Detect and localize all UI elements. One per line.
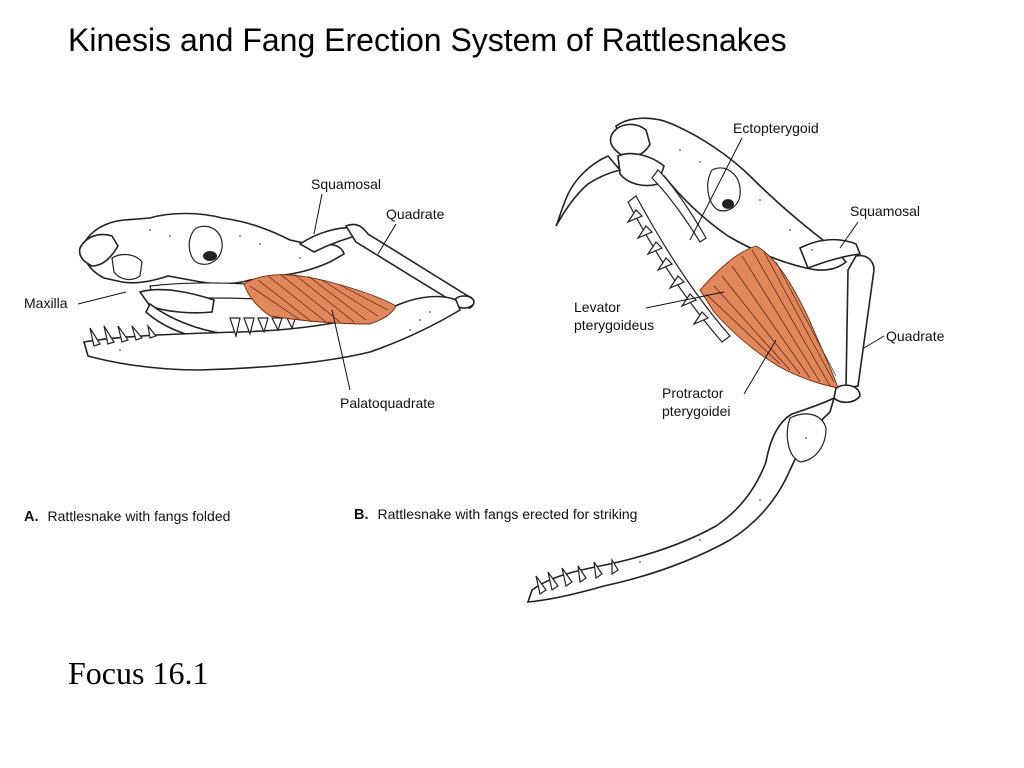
label-b-squamosal: Squamosal [850, 203, 920, 219]
muscle-b [699, 245, 839, 389]
label-a-maxilla: Maxilla [24, 295, 68, 311]
label-b-protractor-1: Protractor [662, 385, 724, 401]
muscle-a [243, 274, 397, 325]
caption-b: B. Rattlesnake with fangs erected for st… [354, 506, 637, 523]
label-b-levator-1: Levator [574, 299, 621, 315]
footer-focus-label: Focus 16.1 [68, 655, 209, 691]
label-b-levator-2: pterygoideus [574, 317, 654, 333]
label-b-ectopterygoid: Ectopterygoid [733, 120, 819, 136]
label-b-quadrate: Quadrate [886, 328, 945, 344]
skull-b [526, 117, 875, 603]
skull-a [78, 212, 475, 371]
caption-a: A. Rattlesnake with fangs folded [24, 508, 230, 525]
label-a-squamosal: Squamosal [311, 176, 381, 192]
caption-b-text: Rattlesnake with fangs erected for strik… [378, 506, 638, 522]
slide-title: Kinesis and Fang Erection System of Ratt… [68, 22, 787, 58]
label-b-protractor-2: pterygoidei [662, 403, 731, 419]
caption-b-letter: B. [354, 507, 369, 523]
label-a-palatoquadrate: Palatoquadrate [340, 395, 435, 411]
caption-a-text: Rattlesnake with fangs folded [48, 508, 231, 524]
caption-a-letter: A. [24, 509, 39, 525]
label-a-quadrate: Quadrate [386, 206, 445, 222]
